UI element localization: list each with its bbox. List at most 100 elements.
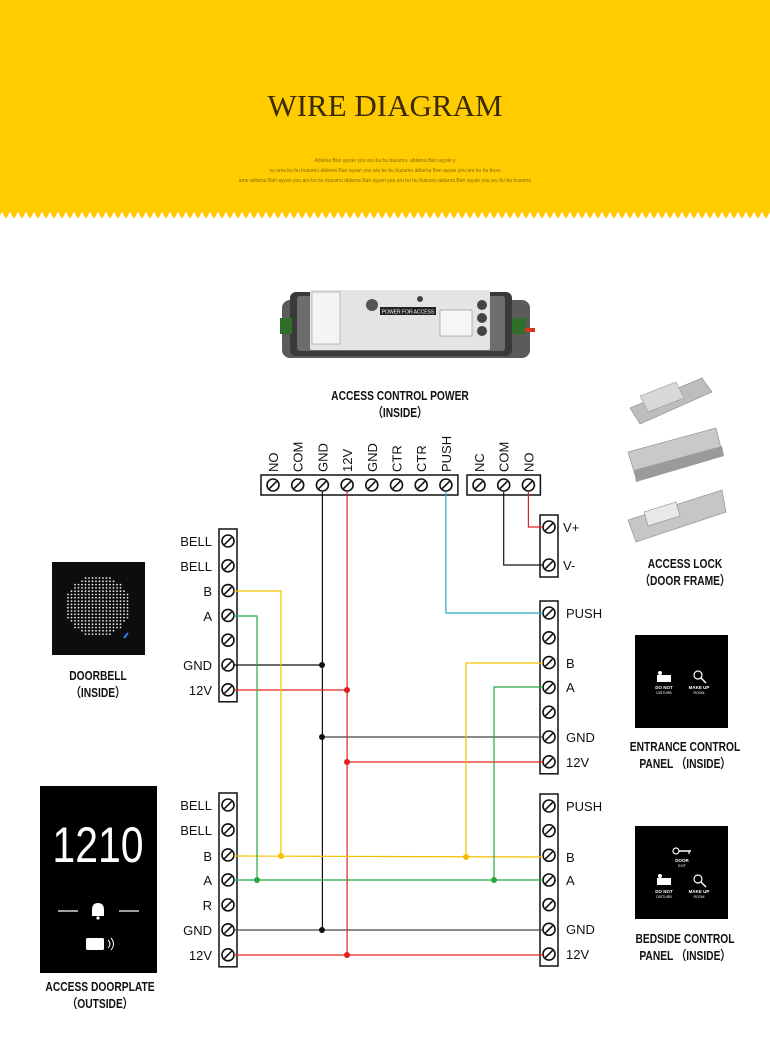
doorplate-terminal-label: A <box>203 873 212 888</box>
grille-dot <box>102 580 104 583</box>
grille-dot <box>77 606 80 609</box>
grille-dot <box>95 633 97 635</box>
bedside-terminal-label: GND <box>566 922 595 937</box>
grille-dot <box>84 620 87 622</box>
grille-dot <box>77 590 80 593</box>
grille-dot <box>95 620 97 622</box>
grille-dot <box>84 577 87 579</box>
grille-dot <box>112 593 115 596</box>
grille-dot <box>112 587 115 589</box>
grille-dot <box>74 610 76 612</box>
grille-dot <box>123 600 125 602</box>
grille-dot <box>98 593 101 596</box>
grille-dot <box>77 616 80 619</box>
bedside-dnd-text: DO NOT <box>655 889 673 894</box>
grille-dot <box>84 610 87 612</box>
screw-slot <box>499 480 508 490</box>
grille-dot <box>77 613 80 616</box>
grille-dot <box>105 633 108 635</box>
grille-dot <box>102 596 104 599</box>
screw-slot <box>223 900 233 910</box>
screw-slot <box>441 480 451 490</box>
grille-dot <box>74 587 76 589</box>
grille-dot <box>119 596 122 599</box>
grille-dot <box>98 620 101 622</box>
grille-dot <box>119 593 122 596</box>
doorbell-terminal-block <box>218 528 238 703</box>
grille-dot <box>102 583 104 586</box>
grille-dot <box>95 613 97 616</box>
grille-dot <box>84 616 87 619</box>
grille-dot <box>70 596 73 599</box>
grille-dot <box>116 596 118 599</box>
grille-dot <box>112 580 115 583</box>
grille-dot <box>84 633 87 635</box>
grille-dot <box>74 620 76 622</box>
power-terminal-label: PUSH <box>439 436 454 472</box>
bedside-terminal-label: 12V <box>566 947 589 962</box>
grille-dot <box>98 629 101 632</box>
grille-dot <box>123 593 125 596</box>
grille-dot <box>112 613 115 616</box>
grille-dot <box>88 633 90 635</box>
bell-icon <box>92 903 104 920</box>
grille-dot <box>67 596 69 599</box>
grille-dot <box>98 577 101 579</box>
makeup-room-icon <box>693 874 707 888</box>
screw-slot <box>544 608 554 618</box>
grille-dot <box>88 587 90 589</box>
grille-dot <box>126 596 129 599</box>
grille-dot <box>95 623 97 626</box>
bedside-terminal-label: B <box>566 850 575 865</box>
screw-slot <box>223 850 233 860</box>
grille-dot <box>95 600 97 602</box>
grille-dot <box>81 600 83 602</box>
grille-dot <box>81 596 83 599</box>
doorplate-terminal-label: GND <box>183 923 212 938</box>
grille-dot <box>116 623 118 626</box>
grille-dot <box>112 629 115 632</box>
power-terminal-label: COM <box>291 442 306 472</box>
grille-dot <box>84 606 87 609</box>
grille-dot <box>67 613 69 616</box>
bedside-mur-text-2: ROOM <box>694 895 705 899</box>
grille-dot <box>116 603 118 606</box>
screw-slot <box>544 801 554 811</box>
grille-dot <box>112 620 115 622</box>
grille-dot <box>77 603 80 606</box>
grille-dot <box>109 626 111 629</box>
grille-dot <box>88 583 90 586</box>
grille-dot <box>102 603 104 606</box>
wire-junction <box>319 662 325 668</box>
grille-dot <box>98 633 101 635</box>
grille-dot <box>88 606 90 609</box>
grille-dot <box>88 603 90 606</box>
grille-dot <box>95 580 97 583</box>
bedside-panel-caption: BEDSIDE CONTROL PANEL （INSIDE） <box>635 932 735 963</box>
wire-junction <box>344 687 350 693</box>
grille-dot <box>123 603 125 606</box>
grille-dot <box>88 593 90 596</box>
grille-dot <box>81 623 83 626</box>
doorbell-terminal-label: B <box>203 584 212 599</box>
grille-dot <box>74 603 76 606</box>
grille-dot <box>77 600 80 602</box>
power-terminal-label: NO <box>521 453 536 473</box>
grille-dot <box>81 629 83 632</box>
grille-dot <box>88 600 90 602</box>
grille-dot <box>77 623 80 626</box>
wire-junction <box>278 853 284 859</box>
bedside-exit-text: EXIT <box>678 864 687 868</box>
terminal-blocks <box>218 474 559 968</box>
grille-dot <box>105 610 108 612</box>
grille-dot <box>77 596 80 599</box>
screw-slot <box>474 480 484 490</box>
screw-slot <box>524 480 533 490</box>
grille-dot <box>81 593 83 596</box>
grille-dot <box>74 613 76 616</box>
grille-dot <box>77 593 80 596</box>
screw-slot <box>417 480 426 490</box>
grille-dot <box>98 616 101 619</box>
banner-subtitle-line-2: vu ama bu bu buxumu ablarna Bari ayyan y… <box>269 168 501 174</box>
